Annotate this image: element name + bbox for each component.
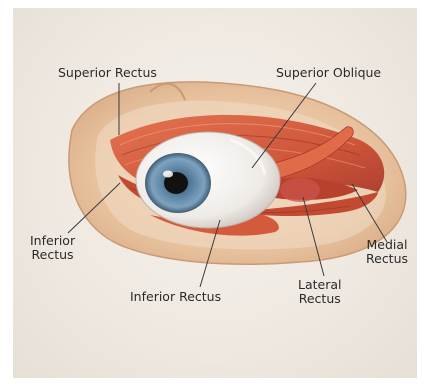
label-superior-oblique: Superior Oblique: [276, 66, 381, 80]
label-inferior-rectus-bottom: Inferior Rectus: [130, 290, 221, 304]
label-medial-rectus: Medial Rectus: [366, 238, 408, 266]
label-superior-rectus: Superior Rectus: [58, 66, 157, 80]
eyeball: [136, 132, 280, 228]
label-inferior-rectus-left: Inferior Rectus: [30, 234, 75, 262]
label-lateral-rectus: Lateral Rectus: [298, 278, 342, 306]
